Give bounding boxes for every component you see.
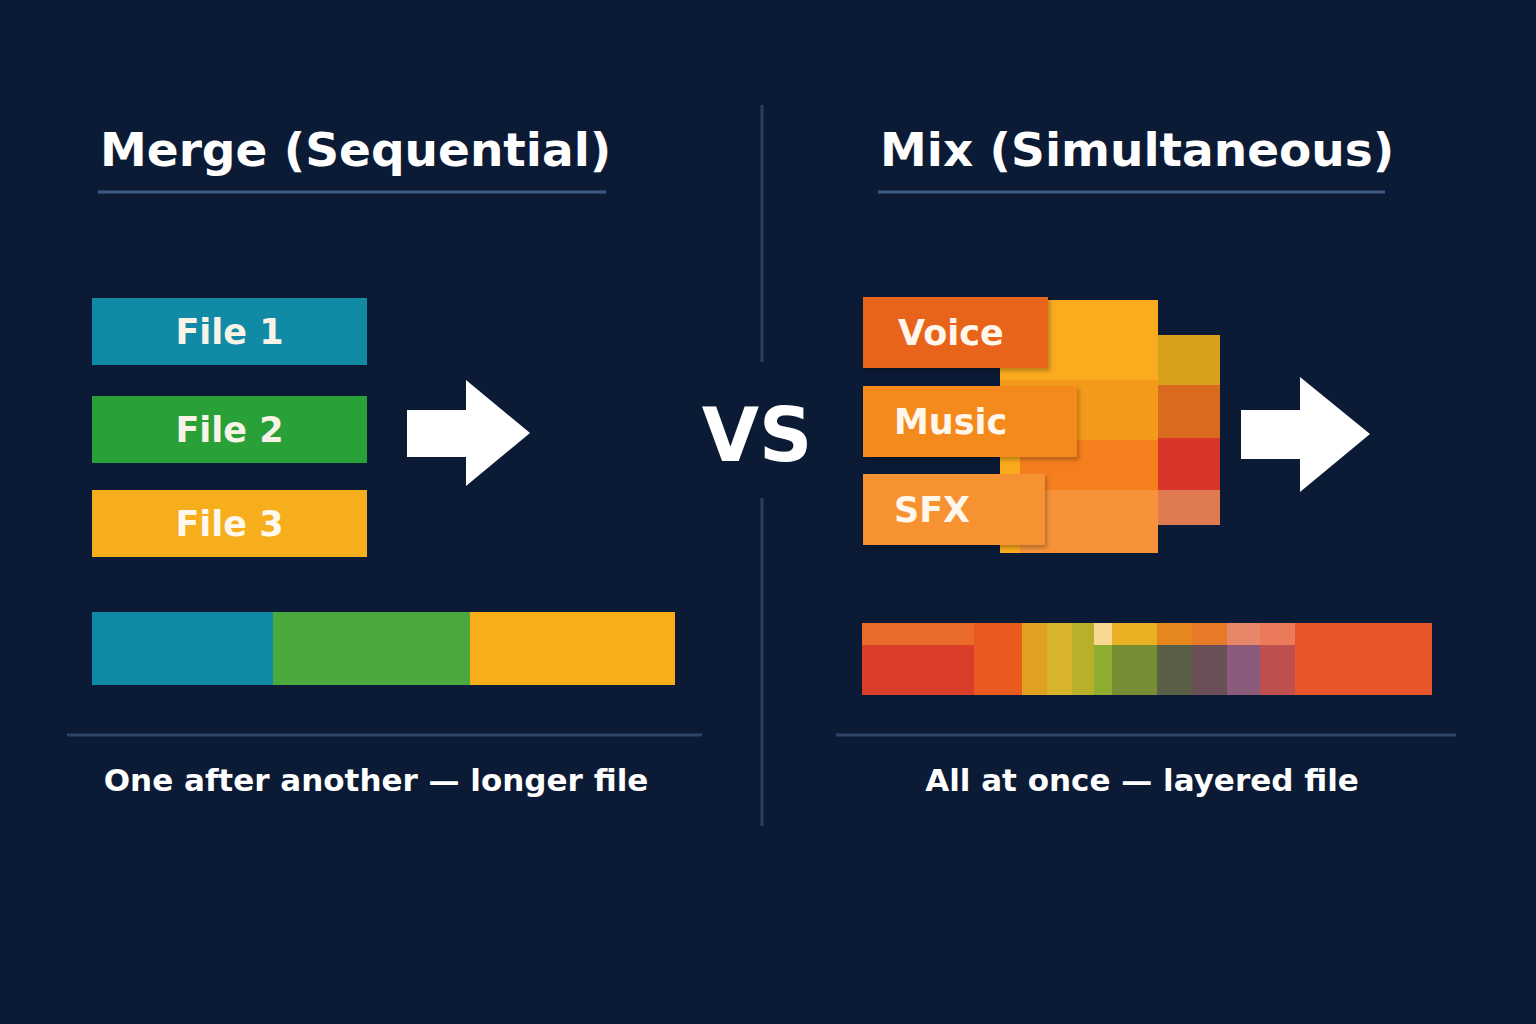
merged-bar	[92, 612, 675, 685]
divider-line	[761, 105, 764, 362]
section-heading: Merge (Sequential)	[100, 122, 611, 177]
vs-label: VS	[702, 392, 813, 478]
heading-underline	[98, 191, 606, 194]
caption: One after another — longer file	[104, 762, 649, 798]
box-label: File 3	[175, 504, 283, 544]
heading-underline	[878, 191, 1385, 194]
block-arrow	[407, 380, 530, 486]
track-box: SFX	[863, 474, 1045, 545]
track-box: Voice	[863, 297, 1048, 368]
box-label: Music	[894, 402, 1007, 442]
box-label: File 1	[175, 312, 283, 352]
rule-line	[836, 734, 1456, 737]
box-label: File 2	[175, 410, 283, 450]
box-label: SFX	[894, 490, 970, 530]
box-label: Voice	[898, 313, 1004, 353]
file-box: File 1	[92, 298, 367, 365]
file-box: File 2	[92, 396, 367, 463]
mixed-bar	[862, 623, 1432, 695]
rule-line	[67, 734, 702, 737]
track-box: Music	[863, 386, 1077, 457]
block-arrow	[1241, 377, 1370, 492]
file-box: File 3	[92, 490, 367, 557]
section-heading: Mix (Simultaneous)	[880, 122, 1394, 177]
divider-line	[761, 498, 764, 826]
caption: All at once — layered file	[925, 762, 1359, 798]
